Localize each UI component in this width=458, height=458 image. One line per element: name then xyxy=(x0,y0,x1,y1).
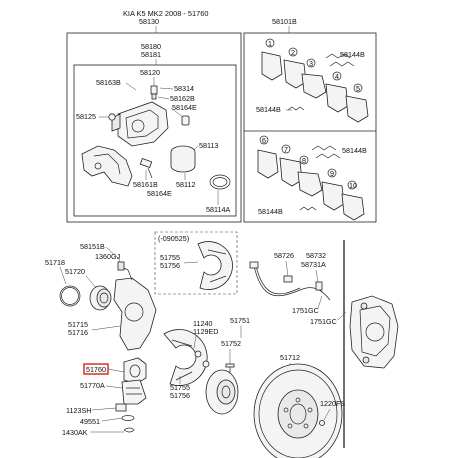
label-58113: 58113 xyxy=(199,141,218,150)
cotter-pin xyxy=(123,427,135,433)
bleeder-screw xyxy=(150,85,158,100)
label-11240: 11240 xyxy=(193,319,212,328)
label-58162B: 58162B xyxy=(170,94,195,103)
svg-text:7: 7 xyxy=(284,145,288,154)
steering-knuckle xyxy=(113,261,157,351)
label-51756-top: 51756 xyxy=(160,261,180,270)
ball-joint xyxy=(123,357,147,385)
svg-text:4: 4 xyxy=(335,72,339,81)
label-58130: 58130 xyxy=(139,17,159,26)
piston xyxy=(170,145,196,173)
label-51752: 51752 xyxy=(221,339,241,348)
label-51760[interactable]: 51760 xyxy=(86,365,106,374)
svg-text:6: 6 xyxy=(262,136,266,145)
caliper-carrier-bracket xyxy=(81,145,133,187)
svg-text:8: 8 xyxy=(302,156,306,165)
label-58144B-2: 58144B xyxy=(256,105,281,114)
brake-pads-lower xyxy=(257,145,365,221)
brake-rotor xyxy=(253,363,343,458)
brake-pads-upper xyxy=(261,51,369,123)
bolt-11240 xyxy=(194,350,210,368)
label-58726: 58726 xyxy=(274,251,294,260)
diagram-title: KIA K5 MK2 2008 - 51760 xyxy=(123,9,208,18)
label-58164E-bottom: 58164E xyxy=(147,189,172,198)
svg-text:2: 2 xyxy=(291,48,295,57)
ball-joint-boot xyxy=(121,379,147,405)
label-58114A: 58114A xyxy=(206,205,230,214)
label-51756-bottom: 51756 xyxy=(170,391,190,400)
castle-nut xyxy=(115,403,127,412)
label-1129ED: 1129ED xyxy=(193,327,218,336)
label-58151B: 58151B xyxy=(80,242,105,251)
dust-shield-upper xyxy=(197,241,233,290)
label-58101B: 58101B xyxy=(272,17,297,26)
label-1360GJ: 1360GJ xyxy=(95,252,121,261)
label-58163B: 58163B xyxy=(96,78,121,87)
label-58161B: 58161B xyxy=(133,180,158,189)
caliper-assembly xyxy=(349,295,399,369)
label-51770A: 51770A xyxy=(80,381,105,390)
label-51715: 51715 xyxy=(68,320,88,329)
label-51716: 51716 xyxy=(68,328,88,337)
label-58181: 58181 xyxy=(141,50,161,59)
brake-hose xyxy=(249,261,331,301)
label-1123SH: 1123SH xyxy=(66,406,91,415)
svg-text:5: 5 xyxy=(356,84,360,93)
svg-text:1: 1 xyxy=(268,39,272,48)
label-51755-bottom: 51755 xyxy=(170,383,190,392)
label-58314: 58314 xyxy=(174,84,194,93)
label-51751: 51751 xyxy=(230,316,250,325)
label-58731A: 58731A xyxy=(301,260,326,269)
label-51718: 51718 xyxy=(45,258,65,267)
piston-seal xyxy=(209,174,231,190)
label-090525: (-090525) xyxy=(158,234,189,243)
guide-pin xyxy=(139,157,153,179)
label-58144B-4: 58144B xyxy=(258,207,283,216)
label-51712: 51712 xyxy=(280,353,300,362)
shim-clip-lower xyxy=(299,206,317,211)
snap-ring xyxy=(59,285,81,307)
svg-text:9: 9 xyxy=(330,169,334,178)
brake-pad-box xyxy=(243,32,377,223)
label-1751GC-1: 1751GC xyxy=(292,306,319,315)
pad-callouts-lower: 6 7 8 9 10 xyxy=(259,135,357,190)
caliper-sub-box xyxy=(73,64,237,217)
label-51720: 51720 xyxy=(65,267,85,276)
label-1430AK: 1430AK xyxy=(62,428,88,437)
caliper-assembly-box xyxy=(66,32,242,223)
dust-shield-group-box xyxy=(154,231,238,295)
rotor-screw xyxy=(319,420,325,426)
label-58112: 58112 xyxy=(176,180,195,189)
svg-text:3: 3 xyxy=(309,59,313,68)
label-58144B-1: 58144B xyxy=(340,50,365,59)
label-1220FS: 1220FS xyxy=(320,399,345,408)
svg-text:10: 10 xyxy=(349,181,357,190)
dust-shield-lower xyxy=(163,329,208,386)
label-58180: 58180 xyxy=(141,42,161,51)
hub-bearing xyxy=(89,285,112,311)
label-58164E-top: 58164E xyxy=(172,103,197,112)
label-51755-top: 51755 xyxy=(160,253,180,262)
label-58144B-3: 58144B xyxy=(342,146,367,155)
caliper-body xyxy=(111,101,169,147)
guide-rod-boot xyxy=(181,115,190,126)
pad-callouts-upper: 1 2 3 4 5 xyxy=(265,38,363,93)
washer xyxy=(121,415,135,421)
wheel-hub xyxy=(205,369,239,415)
label-1751GC-2: 1751GC xyxy=(310,317,337,326)
label-58732: 58732 xyxy=(306,251,326,260)
bolt-58125 xyxy=(108,113,116,121)
label-58125: 58125 xyxy=(76,112,96,121)
label-49551: 49551 xyxy=(80,417,100,426)
shim-clip-upper xyxy=(287,106,305,111)
label-58120: 58120 xyxy=(140,68,160,77)
